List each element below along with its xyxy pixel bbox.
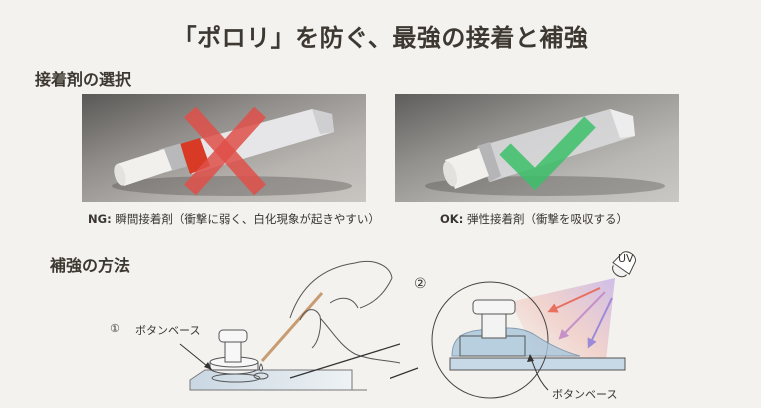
- step2-label: ボタンベース: [552, 388, 618, 401]
- ng-text: 瞬間接着剤（衝撃に弱く、白化現象が起きやすい）: [115, 212, 380, 226]
- step2-illustration: [390, 251, 637, 399]
- ok-adhesive-photo: [395, 94, 679, 202]
- step1-number: ①: [110, 322, 120, 335]
- ng-adhesive-photo: [82, 94, 366, 202]
- ng-caption: NG: 瞬間接着剤（衝撃に弱く、白化現象が起きやすい）: [88, 211, 380, 227]
- section-heading-adhesive: 接着剤の選択: [35, 70, 132, 89]
- check-mark-icon: [499, 116, 596, 191]
- uv-lamp-icon: [612, 251, 637, 278]
- step1-label: ボタンベース: [135, 324, 201, 337]
- page-title: 「ポロリ」を防ぐ、最強の接着と補強: [172, 24, 589, 52]
- ok-text: 弾性接着剤（衝撃を吸収する）: [466, 212, 628, 226]
- ok-label: OK:: [440, 212, 464, 226]
- ng-label: NG:: [88, 212, 112, 226]
- step2-number: ②: [414, 276, 427, 292]
- step1-illustration: [179, 261, 400, 391]
- uv-label: UV: [618, 252, 634, 265]
- ok-caption: OK: 弾性接着剤（衝撃を吸収する）: [440, 211, 628, 227]
- x-mark-icon: [184, 106, 266, 196]
- section-heading-reinforce: 補強の方法: [50, 256, 131, 275]
